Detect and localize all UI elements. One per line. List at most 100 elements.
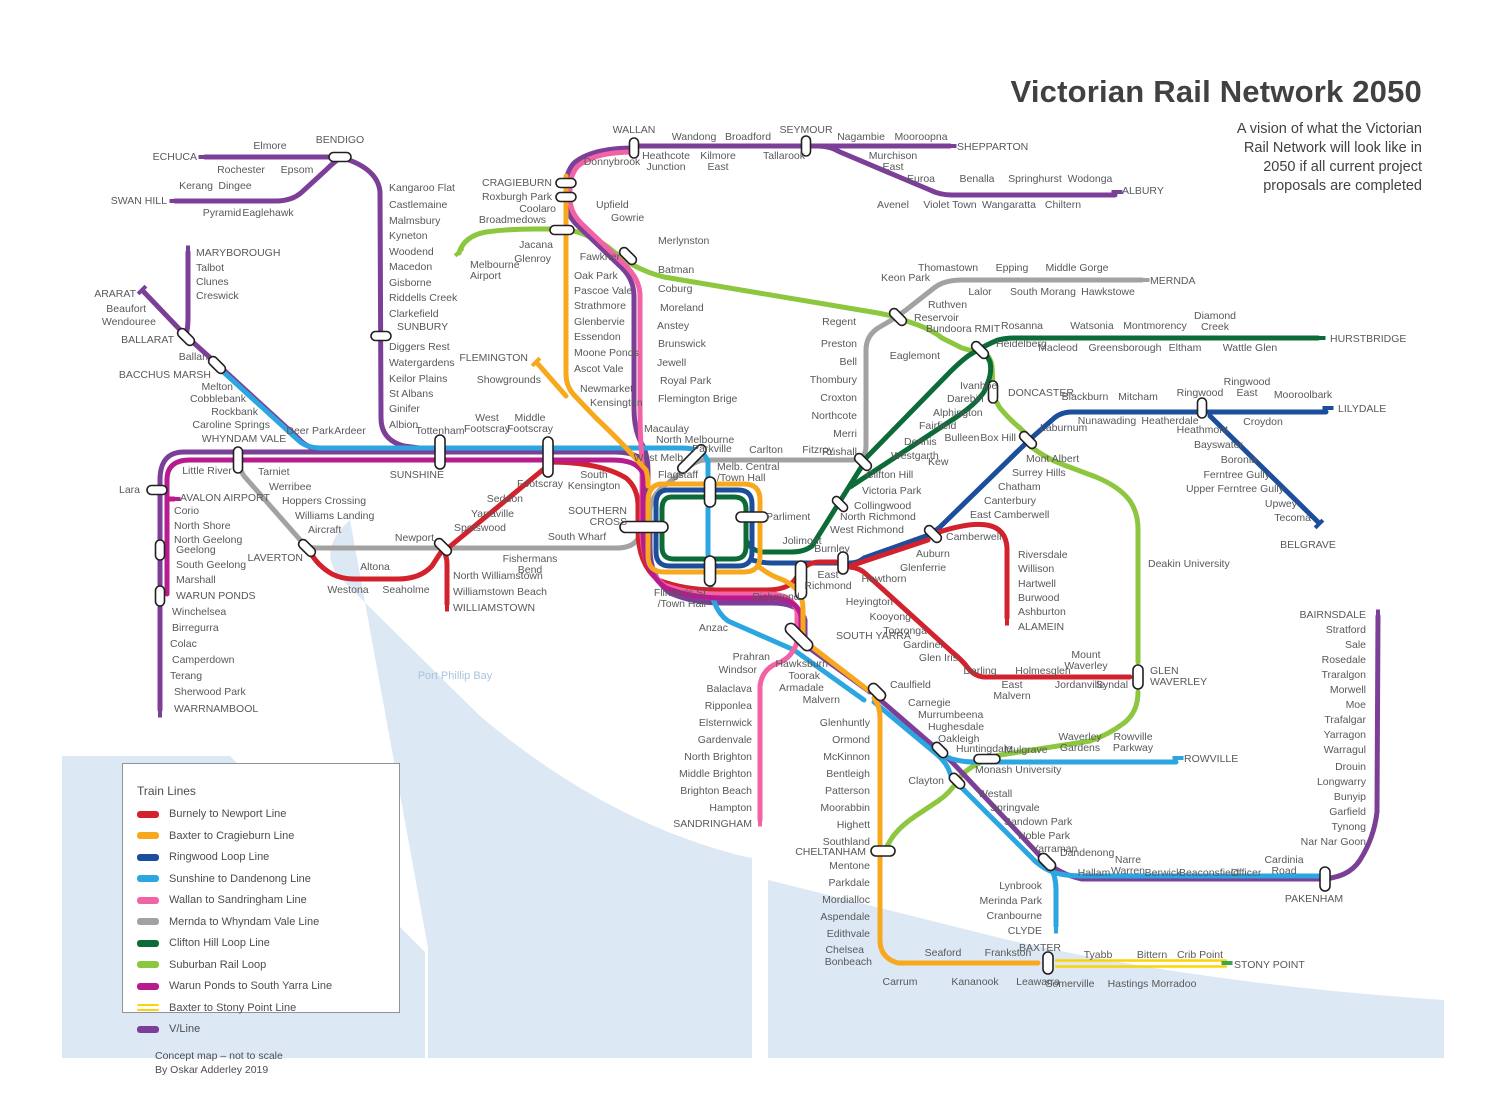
station-label: Hoppers Crossing	[282, 495, 366, 507]
station-label: Wendouree	[102, 316, 156, 328]
station-label: Pyramid	[203, 207, 242, 219]
station-label: Balaclava	[706, 683, 752, 695]
station-label: Hughesdale	[928, 721, 984, 733]
station-label: Nar Nar Goon	[1301, 836, 1367, 848]
station-label: Wattle Glen	[1223, 342, 1278, 354]
station-label: Merinda Park	[980, 895, 1043, 907]
station-label: Hartwell	[1018, 578, 1056, 590]
rail-line-craigieburn	[563, 173, 651, 489]
interchange-station	[176, 327, 196, 347]
station-label: Birregurra	[172, 622, 219, 634]
station-label: SUNBURY	[397, 321, 448, 333]
interchange-station	[1319, 866, 1331, 892]
station-label: Darebin	[947, 393, 984, 405]
terminus-cap	[758, 815, 762, 827]
station-label: Clifton Hill	[866, 469, 913, 481]
legend-item: Warun Ponds to South Yarra Line	[137, 980, 399, 992]
station-label: Bayswater	[1194, 439, 1244, 451]
station-label: Parliment	[766, 511, 810, 523]
station-label: Tecoma	[1274, 512, 1311, 524]
terminus-cap	[1313, 518, 1325, 530]
terminus-cap	[945, 144, 957, 148]
station-label: SOUTH YARRA	[836, 630, 911, 642]
station-label: North Geelong	[174, 534, 242, 546]
station-label: Eltham	[1169, 342, 1202, 354]
station-label: Macaulay	[644, 423, 690, 435]
station-label: PAKENHAM	[1285, 893, 1343, 905]
station-label: Colac	[170, 638, 197, 650]
interchange-station	[1196, 397, 1208, 419]
terminus-cap	[445, 600, 449, 612]
station-label: Carnegie	[908, 697, 951, 709]
terminus-cap	[1221, 961, 1233, 965]
station-label: BALLARAT	[121, 334, 174, 346]
terminus-cap	[1322, 406, 1334, 410]
line-color-swatch	[137, 896, 159, 904]
terminus-cap	[453, 246, 465, 258]
interchange-station	[542, 436, 554, 478]
station-label: Avenel	[877, 199, 909, 211]
station-label: SANDRINGHAM	[673, 818, 752, 830]
station-label: Albion	[389, 419, 418, 431]
page-subtitle: A vision of what the Victorian Rail Netw…	[1236, 121, 1422, 194]
station-label: Winchelsea	[172, 606, 226, 618]
station-label: Upwey	[1265, 498, 1298, 510]
station-label: Werribee	[269, 481, 312, 493]
interchange-station	[433, 537, 453, 557]
line-color-swatch	[137, 810, 159, 818]
station-label: Mulgrave	[1004, 744, 1047, 756]
station-label: Hawkstowe	[1081, 286, 1135, 298]
station-label: Newport	[395, 532, 434, 544]
station-label: Lalor	[968, 286, 992, 298]
station-label: Prahran	[733, 651, 771, 663]
station-label: Coburg	[658, 283, 693, 295]
station-label: Showgrounds	[477, 374, 541, 386]
station-label: ALBURY	[1122, 185, 1164, 197]
line-color-swatch	[137, 939, 159, 947]
title-block: Victorian Rail Network 2050 A vision of …	[1011, 74, 1422, 195]
station-label: West Melb.	[634, 452, 686, 464]
interchange-station	[207, 355, 227, 375]
station-label: Middle Brighton	[679, 768, 752, 780]
station-label: Mitcham	[1118, 391, 1158, 403]
station-label: HURSTBRIDGE	[1330, 333, 1406, 345]
station-label: Sandown Park	[1004, 816, 1073, 828]
rail-line-dandenong	[1047, 863, 1059, 929]
station-label: Burnley	[814, 543, 850, 555]
station-label: Heatherdale	[1141, 415, 1198, 427]
interchange-station	[297, 538, 317, 558]
interchange-station	[1042, 951, 1054, 975]
station-label: Tallarook	[763, 150, 806, 162]
station-label: Keon Park	[881, 272, 931, 284]
station-label: Riddells Creek	[389, 292, 458, 304]
station-label: Blackburn	[1062, 391, 1109, 403]
station-label: Fitzroy	[802, 444, 834, 456]
station-label: FLEMINGTON	[459, 352, 528, 364]
station-label: BAXTER	[1019, 942, 1061, 954]
interchange-station	[1132, 664, 1144, 690]
station-label: Heathmont	[1177, 424, 1228, 436]
station-label: Upper Ferntree Gully	[1186, 483, 1285, 495]
station-label: Patterson	[825, 785, 870, 797]
station-label: Geelong	[176, 544, 216, 556]
station-label: Hampton	[709, 802, 752, 814]
station-label: Williams Landing	[295, 510, 375, 522]
station-label: Strathmore	[574, 300, 626, 312]
station-label: Morradoo	[1152, 978, 1197, 990]
station-label: Caulfield	[890, 679, 931, 691]
station-label: Garfield	[1329, 806, 1366, 818]
station-label: Bentleigh	[826, 768, 870, 780]
station-label: Reservoir	[914, 312, 959, 324]
station-label: Essendon	[574, 331, 621, 343]
station-label: Benalla	[959, 173, 994, 185]
station-label: BAIRNSDALE	[1299, 609, 1366, 621]
station-label: Fawkner	[580, 251, 621, 263]
interchange-station	[146, 484, 168, 496]
